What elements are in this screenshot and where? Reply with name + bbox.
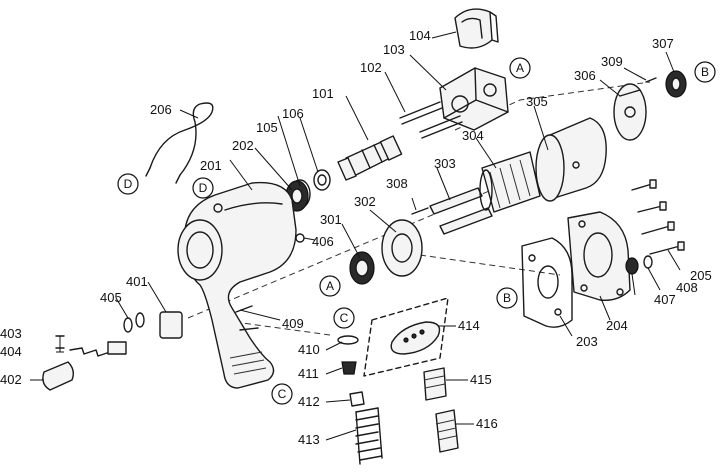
- svg-text:A: A: [516, 61, 524, 75]
- label-106: 106: [282, 106, 304, 121]
- label-105: 105: [256, 120, 278, 135]
- label-308: 308: [386, 176, 408, 191]
- label-406: 406: [312, 234, 334, 249]
- label-303: 303: [434, 156, 456, 171]
- ref-marker-c-bottom: C: [271, 383, 293, 405]
- part-404-spring: [69, 341, 127, 357]
- part-411-valve: [341, 361, 357, 375]
- part-103-hammer-frame: [439, 67, 509, 131]
- label-414: 414: [458, 318, 480, 333]
- part-306-front-plate: [613, 83, 647, 141]
- svg-text:C: C: [340, 311, 349, 325]
- part-104-hammer-cage: [454, 8, 499, 49]
- label-103: 103: [383, 42, 405, 57]
- svg-text:A: A: [326, 279, 334, 293]
- label-205: 205: [690, 268, 712, 283]
- label-402: 402: [0, 372, 22, 387]
- label-411: 411: [298, 366, 319, 381]
- ref-marker-c-valve: C: [333, 307, 355, 329]
- part-307-bearing: [665, 70, 687, 98]
- label-409: 409: [282, 316, 304, 331]
- ref-marker-d-left: D: [117, 173, 139, 195]
- label-304: 304: [462, 128, 484, 143]
- part-412-spring-seat: [349, 391, 365, 407]
- label-416: 416: [476, 416, 498, 431]
- svg-text:B: B: [701, 65, 709, 79]
- label-305: 305: [526, 94, 548, 109]
- label-301: 301: [320, 212, 342, 227]
- part-402-plunger: [42, 361, 75, 391]
- label-203: 203: [576, 334, 598, 349]
- label-206: 206: [150, 102, 172, 117]
- part-305-cylinder: [535, 117, 607, 202]
- part-416-air-inlet: [435, 409, 459, 453]
- part-309-pin: [645, 77, 657, 83]
- svg-text:D: D: [199, 181, 208, 195]
- ref-marker-a-top: A: [509, 57, 531, 79]
- part-301-bearing: [349, 251, 375, 285]
- part-201-housing: [177, 181, 297, 389]
- label-201: 201: [200, 158, 222, 173]
- label-202: 202: [232, 138, 254, 153]
- part-labels: 101 102 103 104 105 106 206 201 202 301 …: [0, 28, 712, 447]
- svg-text:B: B: [503, 291, 511, 305]
- label-404: 404: [0, 344, 22, 359]
- part-414-exhaust-deflector: [363, 297, 449, 377]
- svg-text:C: C: [278, 387, 287, 401]
- part-206-hanger: [145, 102, 214, 184]
- label-309: 309: [601, 54, 623, 69]
- part-101-anvil: [337, 135, 403, 181]
- label-415: 415: [470, 372, 492, 387]
- label-302: 302: [354, 194, 376, 209]
- label-405: 405: [100, 290, 122, 305]
- part-304-rotor: [479, 151, 541, 213]
- part-406-screw: [295, 233, 305, 243]
- label-204: 204: [606, 318, 628, 333]
- part-408-washer: [643, 255, 653, 269]
- leader-lines: [30, 31, 681, 441]
- ref-marker-d-body: D: [192, 177, 214, 199]
- ref-marker-b-mid: B: [496, 287, 518, 309]
- label-408: 408: [676, 280, 698, 295]
- label-104: 104: [409, 28, 431, 43]
- label-403: 403: [0, 326, 22, 341]
- part-410-valve-seat: [337, 335, 359, 345]
- part-106-washer: [313, 169, 331, 191]
- part-203-gasket: [521, 237, 573, 328]
- part-415-bushing: [423, 367, 447, 401]
- ref-marker-a-mid: A: [319, 275, 341, 297]
- part-407-nut: [625, 257, 639, 275]
- part-308-pin: [411, 207, 429, 215]
- part-205-screws: [631, 179, 685, 255]
- part-303-rotor-blades: [429, 187, 493, 235]
- label-407: 407: [654, 292, 676, 307]
- reference-markers: A A B B C C D D: [117, 57, 716, 405]
- part-413-spring: [355, 407, 383, 465]
- ref-marker-b-top: B: [694, 61, 716, 83]
- label-410: 410: [298, 342, 320, 357]
- label-412: 412: [298, 394, 320, 409]
- label-413: 413: [298, 432, 320, 447]
- label-102: 102: [360, 60, 382, 75]
- part-302-rear-plate: [381, 219, 423, 277]
- part-102-hammer-pins: [399, 101, 463, 139]
- svg-text:D: D: [124, 177, 133, 191]
- label-307: 307: [652, 36, 674, 51]
- part-204-rear-cover: [567, 211, 631, 301]
- label-306: 306: [574, 68, 596, 83]
- part-401-reverse-valve: [159, 311, 183, 339]
- label-401: 401: [126, 274, 148, 289]
- label-101: 101: [312, 86, 334, 101]
- part-405-o-rings: [123, 312, 145, 333]
